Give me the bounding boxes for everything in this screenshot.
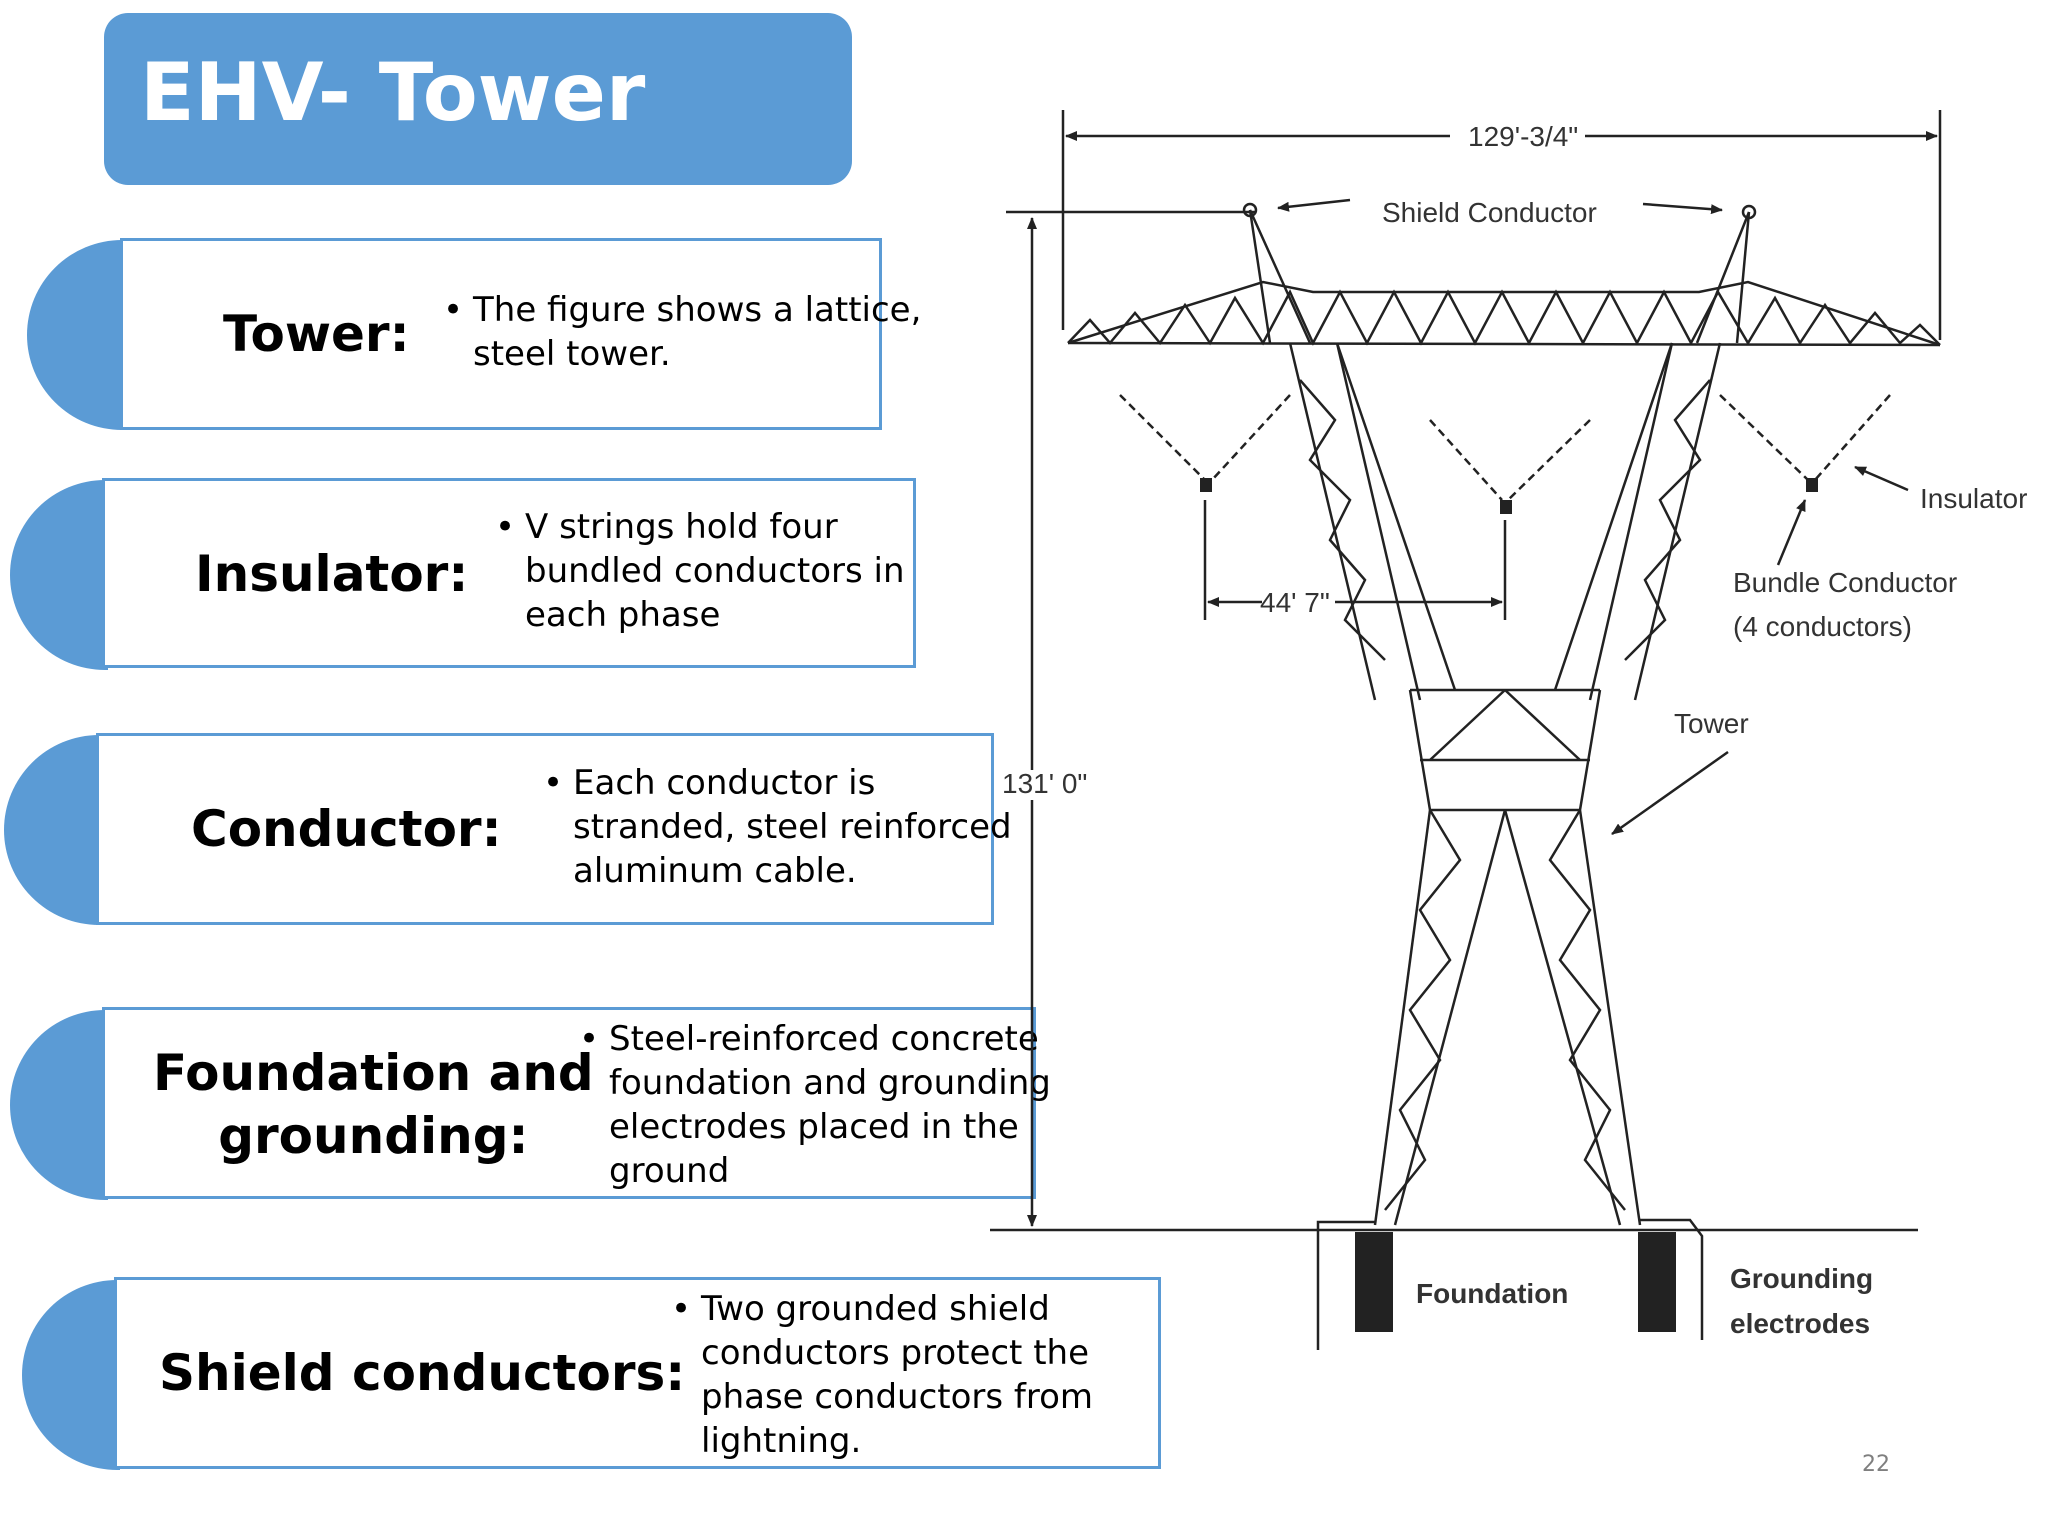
desc-line: bundled conductors in [525,551,905,591]
desc-line: stranded, steel reinforced [573,807,1012,847]
desc-line: Each conductor is [573,763,876,803]
page-number: 22 [1862,1452,1890,1477]
desc-line: aluminum cable. [573,851,857,891]
desc-line: V strings hold four [525,507,838,547]
bundle-conductor-count-label: (4 conductors) [1733,611,1912,642]
card-foundation: Foundation and grounding: • Steel-reinfo… [102,1007,1051,1199]
bullet: • [495,507,516,547]
card-conductor: Conductor: • Each conductor is stranded,… [96,733,1012,925]
desc-line: ground [609,1151,730,1191]
desc-line: phase conductors from [701,1377,1094,1417]
title-banner: EHV- Tower [104,13,852,185]
bullet: • [443,290,464,330]
card-label-tower: Tower: [223,305,410,363]
desc-line: conductors protect the [701,1333,1089,1373]
label-line: grounding: [218,1106,529,1165]
card-desc-insulator: • V strings hold four bundled conductors… [495,505,915,637]
shield-conductor-label: Shield Conductor [1382,197,1597,228]
desc-line: Steel-reinforced concrete [609,1019,1039,1059]
desc-line: lightning. [701,1421,862,1461]
card-desc-tower: • The figure shows a lattice, steel towe… [443,288,922,376]
card-insulator: Insulator: • V strings hold four bundled… [102,478,916,668]
card-label-insulator: Insulator: [195,545,469,603]
label-line: Foundation and [153,1044,594,1102]
card-label-shield: Shield conductors: [159,1344,686,1402]
foundation-label: Foundation [1416,1278,1568,1309]
card-label-conductor: Conductor: [191,800,502,858]
electrodes-label: electrodes [1730,1308,1870,1339]
card-shield: Shield conductors: • Two grounded shield… [114,1277,1161,1469]
desc-line: electrodes placed in the [609,1107,1019,1147]
grounding-label: Grounding [1730,1263,1873,1294]
card-desc-conductor: • Each conductor is stranded, steel rein… [543,761,1012,893]
width-dimension-label: 129'-3/4" [1468,121,1578,152]
phase-dimension-label: 44' 7" [1260,587,1330,618]
desc-line: each phase [525,595,721,635]
desc-line: steel tower. [473,334,671,374]
card-desc-shield: • Two grounded shield conductors protect… [671,1287,1131,1463]
height-dimension-label: 131' 0" [1002,768,1087,799]
bullet: • [579,1019,600,1059]
desc-line: foundation and grounding [609,1063,1051,1103]
tower-label: Tower [1674,708,1749,739]
insulator-label: Insulator [1920,483,2027,514]
card-desc-foundation: • Steel-reinforced concrete foundation a… [579,1017,1051,1193]
page-title: EHV- Tower [140,46,646,139]
bullet: • [543,763,564,803]
card-label-foundation: Foundation and grounding: [153,1042,594,1167]
desc-line: The figure shows a lattice, [473,290,922,330]
bundle-conductor-label: Bundle Conductor [1733,567,1957,598]
card-tower: Tower: • The figure shows a lattice, ste… [120,238,922,430]
desc-line: Two grounded shield [701,1289,1050,1329]
bullet: • [671,1289,692,1329]
